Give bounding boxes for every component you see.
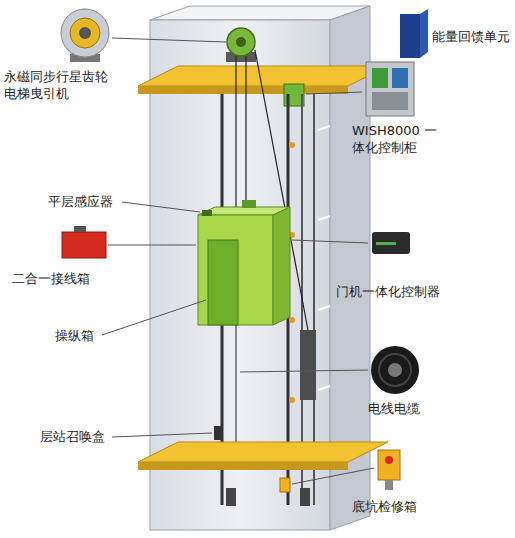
top-slab (138, 66, 388, 86)
landing-bar (318, 306, 330, 310)
leader-line (292, 468, 374, 484)
counterweight (300, 330, 316, 400)
machine-icon-hub (79, 27, 91, 39)
landing-bar (318, 386, 330, 390)
part-label: 电线电缆 (368, 400, 420, 417)
machine-icon-ring (70, 18, 100, 48)
pit-box-stand (385, 480, 393, 490)
bottom-slab-edge (138, 462, 348, 470)
car-door (208, 240, 238, 325)
cable-icon-ring (379, 354, 411, 386)
door-controller-icon (372, 232, 410, 254)
leader-line (112, 433, 212, 437)
leader-line (102, 300, 206, 335)
machine-icon (61, 9, 109, 57)
part-label: 能量回馈单元 (432, 28, 510, 45)
energy-unit-icon (400, 14, 420, 58)
cable-icon-hub (388, 363, 402, 377)
car-top-device (242, 200, 256, 208)
junction-box-top (74, 226, 86, 232)
pit-box (280, 478, 290, 492)
cabinet-board (372, 92, 408, 110)
cable-icon (371, 346, 419, 394)
energy-unit-side (420, 9, 428, 58)
bottom-slab (138, 442, 388, 462)
call-box (214, 426, 222, 440)
part-label: 底坑检修箱 (352, 498, 417, 515)
car (198, 215, 273, 325)
pit-box-button (385, 456, 393, 464)
leader-line (306, 92, 362, 94)
landing-mark (289, 142, 295, 148)
traction-machine (227, 28, 255, 56)
door-controller-stripe (376, 242, 396, 245)
buffer (300, 488, 310, 506)
car-side (273, 207, 290, 325)
landing-mark (289, 397, 295, 403)
leader-line (240, 370, 368, 372)
cabinet-board (372, 68, 388, 88)
leader-line (122, 202, 200, 212)
part-label: 层站召唤盒 (40, 428, 105, 445)
landing-mark (289, 317, 295, 323)
part-label: 门机一体化控制器 (336, 283, 440, 300)
landing-bar (318, 216, 330, 220)
leader-line (108, 245, 196, 246)
cabinet-board (392, 68, 408, 88)
part-label: 平层感应器 (48, 193, 113, 210)
landing-bar (318, 126, 330, 130)
leader-line (292, 240, 368, 243)
traction-hub (236, 37, 246, 47)
part-label: 永磁同步行星齿轮 电梯曳引机 (4, 68, 114, 102)
cabinet-icon (366, 62, 414, 116)
junction-box-icon (62, 232, 106, 258)
pit-box-icon (378, 450, 400, 480)
rope (245, 56, 246, 208)
leveling-sensor (202, 210, 212, 216)
buffer (226, 488, 236, 506)
part-label: WISH8000 一体化控制柜 (352, 122, 444, 156)
top-slab-edge (138, 86, 348, 94)
part-label: 操纵箱 (55, 327, 94, 344)
rope (235, 56, 236, 208)
leader-line (112, 38, 226, 42)
part-label: 二合一接线箱 (12, 270, 90, 287)
